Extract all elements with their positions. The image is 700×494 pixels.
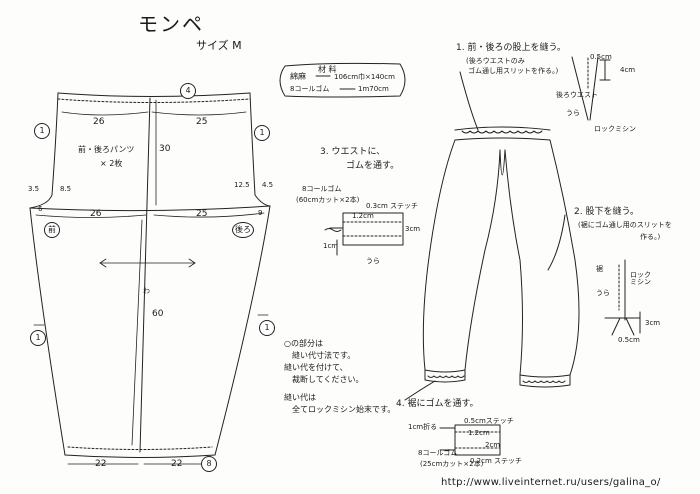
- step4-elastic: 8コールゴム: [418, 449, 458, 457]
- note-line6: 全てロックミシン始末です。: [292, 405, 396, 414]
- dim-top-front: 26: [93, 117, 105, 127]
- dim-hip-back: 25: [196, 209, 208, 219]
- step1-title: 1. 前・後ろの股上を縫う。: [456, 43, 566, 53]
- dimension-lines: [33, 99, 269, 465]
- step3-subtitle: ゴムを通す。: [346, 161, 400, 171]
- piece-count: × 2枚: [100, 159, 123, 168]
- dim-inseam-back: 9: [258, 209, 263, 217]
- materials-heading: 材 料: [318, 65, 337, 74]
- step3-title: 3. ウエストに、: [320, 147, 386, 157]
- seam-allowance-left-leg: 1: [30, 330, 46, 346]
- waist-allowance: 4: [180, 83, 196, 99]
- step4-stitch-a: 0.5cmステッチ: [464, 417, 514, 425]
- step1-detail: [571, 56, 611, 121]
- hem-allowance: 8: [201, 456, 217, 472]
- step2-dim-a: 3cm: [645, 319, 661, 327]
- grain-label: わ: [143, 287, 150, 295]
- materials-box: [279, 62, 406, 98]
- dim-hem-back: 22: [171, 459, 183, 469]
- step2-ura: うら: [596, 289, 610, 297]
- step2-detail: [604, 259, 641, 336]
- step3-dim-b: 3cm: [405, 225, 421, 233]
- dim-top-back: 25: [196, 117, 208, 127]
- step3-detail: [324, 212, 404, 256]
- step3-elastic-cut: (60cmカット×2本): [296, 196, 360, 204]
- dim-side-front2: 8.5: [60, 185, 72, 193]
- back-mark: 後ろ: [232, 222, 254, 238]
- page-title: モンペ: [138, 12, 204, 36]
- step4-dim-b: 2cm: [485, 441, 501, 449]
- dim-side-back2: 4.5: [262, 181, 274, 189]
- dim-hip-front: 26: [90, 209, 102, 219]
- step4-dim-a: 1.2cm: [468, 429, 490, 437]
- dim-rise: 30: [159, 144, 171, 154]
- step1-dim-a: 0.5cm: [590, 53, 612, 61]
- step4-title: 4. 裾にゴムを通す。: [396, 399, 479, 409]
- step4-fold: 1cm折る: [408, 423, 438, 431]
- step2-note-b: 作る。): [640, 233, 661, 241]
- step2-note-a: (裾にゴム通し用のスリットを: [578, 221, 672, 229]
- dim-leg: 60: [152, 309, 164, 319]
- fabric-name: 綿麻: [290, 72, 306, 81]
- step1-note-b: ゴム通し用スリットを作る。): [468, 67, 559, 75]
- source-url[interactable]: http://www.liveinternet.ru/users/galina_…: [441, 477, 661, 488]
- step3-dim-c: 1cm: [323, 242, 339, 250]
- seam-allowance-left-top: 1: [34, 123, 50, 139]
- step3-dim-a: 1.2cm: [352, 212, 374, 220]
- note-line5: 縫い代は: [284, 393, 316, 402]
- size-label: サイズ M: [196, 39, 242, 52]
- finished-pants-drawing: [404, 71, 580, 401]
- dim-side-back: 12.5: [234, 181, 250, 189]
- step2-hem: 裾: [596, 265, 603, 273]
- note-line3: 縫い代を付けて、: [284, 363, 348, 372]
- step1-ura: うら: [566, 109, 580, 117]
- dim-hem-front: 22: [95, 459, 107, 469]
- elastic-name: 8コールゴム: [290, 85, 330, 93]
- step1-back-waist: 後ろウエスト: [556, 91, 598, 99]
- step2-overlock: ロック ミシン: [630, 271, 651, 286]
- note-line4: 裁断してください。: [292, 375, 364, 384]
- step1-dim-b: 4cm: [620, 66, 636, 74]
- elastic-spec: 1m70cm: [358, 85, 389, 93]
- note-line2: 縫い代寸法です。: [292, 351, 356, 360]
- step4-stitch-b: 0.2cm ステッチ: [470, 457, 523, 465]
- step4-detail: [439, 424, 501, 456]
- piece-label: 前・後ろパンツ: [78, 145, 135, 154]
- step3-stitch: 0.3cm ステッチ: [366, 202, 419, 210]
- note-line1: ○の部分は: [284, 339, 323, 348]
- step3-ura: うら: [366, 257, 380, 265]
- step1-overlock: ロックミシン: [594, 125, 636, 133]
- step4-elastic-cut: (25cmカット×2本): [420, 460, 484, 468]
- dim-inseam-front: 6: [38, 205, 43, 213]
- step2-dim-b: 0.5cm: [618, 336, 640, 344]
- seam-allowance-right-top: 1: [254, 125, 270, 141]
- pattern-piece-outline: [29, 92, 271, 458]
- step3-elastic: 8コールゴム: [302, 185, 342, 193]
- seam-allowance-right-leg: 1: [259, 320, 275, 336]
- front-mark: 前: [44, 222, 60, 238]
- fabric-spec: 106cm巾×140cm: [334, 73, 395, 81]
- step1-note-a: (後ろウエストのみ: [466, 57, 525, 65]
- dim-side-front: 3.5: [28, 185, 40, 193]
- step2-title: 2. 股下を縫う。: [574, 207, 639, 217]
